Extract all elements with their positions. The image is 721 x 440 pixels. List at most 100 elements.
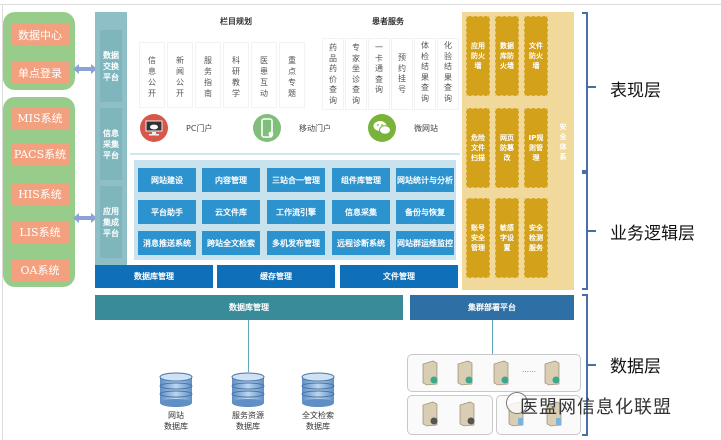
patient-service-item[interactable]: 化验结果查询	[437, 38, 459, 110]
security-system-label: 安全体系	[559, 123, 567, 161]
bracket-data	[582, 294, 588, 436]
function-button[interactable]: 三站合一管理	[267, 168, 325, 192]
patient-service-label: 专家坐诊查询	[352, 43, 360, 105]
patient-service-label: 预约挂号	[398, 53, 406, 94]
database-management-button[interactable]: 数据库管理	[95, 265, 213, 288]
column-planning-title: 栏目规划	[220, 17, 252, 26]
database-icon	[159, 372, 193, 407]
portal-wechat[interactable]: 微网站	[368, 103, 460, 153]
system-item[interactable]: OA系统	[11, 259, 69, 281]
app-server-group	[407, 395, 493, 435]
database-label: 网站数据库	[164, 411, 188, 431]
function-button[interactable]: 组件库管理	[332, 168, 390, 192]
db-server-icon	[546, 401, 562, 427]
function-grid: 网站建设 内容管理 三站合一管理 组件库管理 网站统计与分析 平台助手 云文件库…	[134, 160, 456, 260]
portal-mobile[interactable]: 移动门户	[253, 103, 353, 153]
function-button[interactable]: 备份与恢复	[396, 200, 454, 224]
security-cell[interactable]: 网页防篡改	[495, 108, 519, 188]
function-button[interactable]: 内容管理	[202, 168, 260, 192]
column-planning-panel: 栏目规划 信息公开 新闻公开 服务指南 科研教学 医患互动 重点专题	[137, 12, 317, 108]
connector-line	[492, 320, 493, 354]
security-cell[interactable]: 应用防火墙	[466, 16, 490, 96]
function-button[interactable]: 云文件库	[202, 200, 260, 224]
function-button[interactable]: 信息采集	[332, 200, 390, 224]
web-server-icon	[422, 360, 438, 386]
bracket-tick	[588, 364, 596, 366]
security-cell[interactable]: IP规则管理	[524, 108, 548, 188]
column-item[interactable]: 新闻公开	[167, 42, 193, 108]
watermark-text: 医盟网信息化联盟	[520, 397, 672, 418]
database-icon	[301, 372, 335, 407]
system-item[interactable]: 数据中心	[11, 24, 69, 46]
portal-pc[interactable]: PC门户	[140, 103, 240, 153]
layer-label-presentation: 表现层	[610, 81, 661, 101]
mobile-phone-icon	[253, 114, 281, 142]
vbar-item-info-collection[interactable]: 信息采集平台	[100, 108, 122, 180]
security-cell[interactable]: 安全检测服务	[524, 198, 548, 278]
function-button[interactable]: 消息推送系统	[138, 231, 196, 255]
column-item[interactable]: 医患互动	[251, 42, 277, 108]
function-button[interactable]: 工作流引擎	[267, 200, 325, 224]
function-button[interactable]: 平台助手	[138, 200, 196, 224]
portal-label: 微网站	[414, 123, 438, 133]
column-item-label: 新闻公开	[176, 56, 184, 98]
column-item-label: 服务指南	[204, 56, 212, 98]
column-item[interactable]: 信息公开	[139, 42, 165, 108]
integration-bar: 数据交换平台 信息采集平台 应用集成平台	[95, 12, 127, 265]
portal-label: PC门户	[186, 123, 213, 133]
bracket-tick	[588, 86, 596, 88]
function-button[interactable]: 网站群运维监控	[396, 231, 454, 255]
cache-management-button[interactable]: 缓存管理	[217, 265, 335, 288]
column-item[interactable]: 重点专题	[279, 42, 305, 108]
patient-service-label: 一卡通查询	[375, 43, 383, 94]
patient-services-title: 患者服务	[372, 17, 404, 26]
top-border	[0, 4, 721, 5]
system-group-2: MIS系统 PACS系统 HIS系统 LIS系统 OA系统	[3, 97, 75, 287]
patient-service-item[interactable]: 药品药价查询	[322, 38, 344, 110]
function-button[interactable]: 多机发布管理	[267, 231, 325, 255]
security-cell[interactable]: 账号安全管理	[466, 198, 490, 278]
system-item[interactable]: MIS系统	[11, 107, 69, 129]
security-cell[interactable]: 数据库防火墙	[495, 16, 519, 96]
wechat-icon	[368, 114, 396, 142]
watermark-logo-icon	[506, 392, 528, 414]
cluster-deployment-platform[interactable]: 集群部署平台	[410, 295, 574, 320]
column-item-label: 重点专题	[288, 56, 296, 98]
monitor-cloud-icon	[140, 114, 168, 142]
database-label: 服务资源数据库	[232, 411, 264, 431]
security-cell[interactable]: 危险文件扫描	[466, 108, 490, 188]
database-management-bar[interactable]: 数据库管理	[95, 295, 403, 320]
patient-service-label: 体检结果查询	[421, 41, 429, 103]
system-item[interactable]: LIS系统	[11, 221, 69, 243]
system-item[interactable]: 单点登录	[11, 62, 69, 84]
function-button[interactable]: 网站统计与分析	[396, 168, 454, 192]
column-item[interactable]: 服务指南	[195, 42, 221, 108]
patient-service-label: 化验结果查询	[444, 41, 452, 103]
file-management-button[interactable]: 文件管理	[340, 265, 458, 288]
patient-service-item[interactable]: 一卡通查询	[368, 38, 390, 110]
function-button[interactable]: 远程诊断系统	[332, 231, 390, 255]
portal-row: PC门户 移动门户 微网站	[130, 103, 460, 155]
patient-service-label: 药品药价查询	[329, 43, 337, 105]
portal-label: 移动门户	[299, 123, 331, 133]
security-cell[interactable]: 敏感字设置	[495, 198, 519, 278]
web-server-icon	[457, 360, 473, 386]
patient-service-item[interactable]: 专家坐诊查询	[345, 38, 367, 110]
patient-service-item[interactable]: 体检结果查询	[414, 38, 436, 110]
bracket-tick	[588, 230, 596, 232]
system-item[interactable]: PACS系统	[11, 143, 69, 165]
function-button[interactable]: 网站建设	[138, 168, 196, 192]
vbar-item-data-exchange[interactable]: 数据交换平台	[100, 30, 122, 102]
vbar-item-app-integration[interactable]: 应用集成平台	[100, 186, 122, 258]
security-panel: 应用防火墙 数据库防火墙 文件防火墙 危险文件扫描 网页防篡改 IP规则管理 账…	[462, 12, 574, 290]
column-item[interactable]: 科研教学	[223, 42, 249, 108]
bracket-business	[582, 172, 588, 290]
security-cell[interactable]: 文件防火墙	[524, 16, 548, 96]
layer-label-data: 数据层	[610, 357, 661, 377]
app-server-icon	[459, 401, 475, 427]
system-item[interactable]: HIS系统	[11, 183, 69, 205]
bracket-presentation	[582, 12, 588, 172]
patient-service-item[interactable]: 预约挂号	[391, 38, 413, 110]
web-server-icon	[493, 360, 509, 386]
function-button[interactable]: 跨站全文检索	[202, 231, 260, 255]
